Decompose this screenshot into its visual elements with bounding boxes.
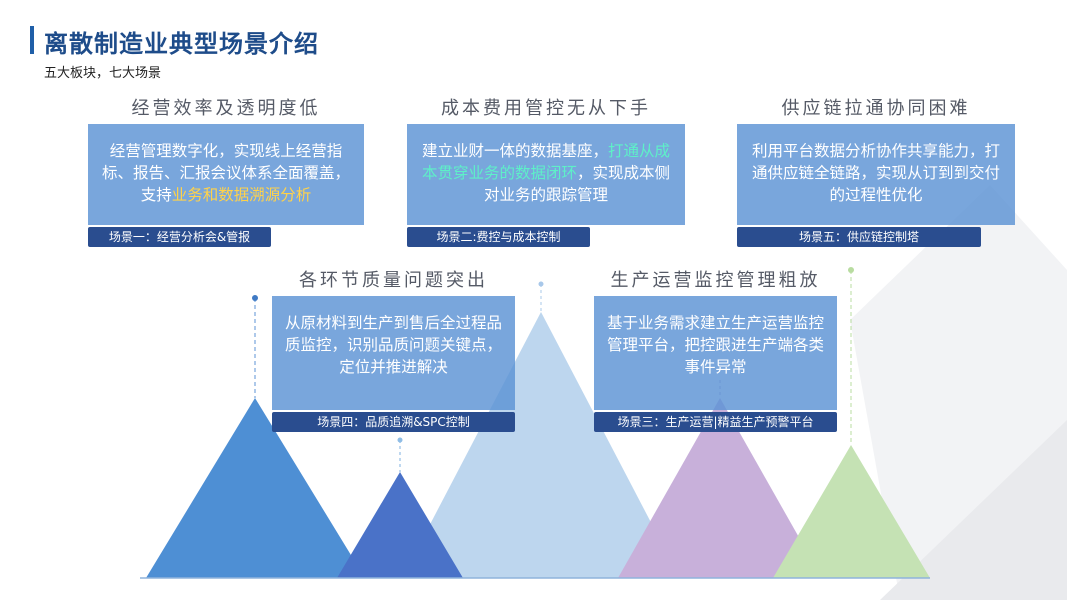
triangle-light-blue — [402, 312, 680, 578]
leader-dot-green — [848, 267, 854, 273]
triangle-green — [773, 445, 930, 578]
scene-4-card: 从原材料到生产到售后全过程品质监控，识别品质问题关键点，定位并推进解决 — [272, 296, 515, 410]
scene-1-text: 经营管理数字化，实现线上经营指标、报告、汇报会议体系全面覆盖，支持 — [101, 142, 350, 204]
leader-dot-center — [538, 281, 544, 287]
page-subtitle: 五大板块，七大场景 — [44, 66, 162, 81]
scene-1-heading: 经营效率及透明度低 — [131, 98, 321, 119]
leader-dot-dark — [397, 437, 403, 443]
scene-5-heading: 供应链拉通协同困难 — [781, 98, 971, 119]
scene-2-text: 建立业财一体的数据基座， — [421, 142, 608, 160]
bg-grey-shape-2 — [880, 420, 1067, 600]
scene-1-highlight: 业务和数据溯源分析 — [171, 186, 312, 204]
scene-2-tag: 场景二:费控与成本控制 — [407, 227, 590, 247]
scene-3-text: 基于业务需求建立生产运营监控管理平台，把控跟进生产端各类事件异常 — [606, 314, 824, 376]
scene-4-heading: 各环节质量问题突出 — [299, 270, 488, 291]
scene-1-tag: 场景一：经营分析会&管报 — [88, 227, 271, 247]
scene-5-card: 利用平台数据分析协作共享能力，打通供应链全链路，实现从订到到交付的过程性优化 — [737, 124, 1015, 225]
scene-3-card: 基于业务需求建立生产运营监控管理平台，把控跟进生产端各类事件异常 — [594, 296, 837, 410]
scene-2-card: 建立业财一体的数据基座，打通从成本贯穿业务的数据闭环，实现成本侧对业务的跟踪管理 — [407, 124, 685, 225]
page-title: 离散制造业典型场景介绍 — [44, 30, 319, 58]
scene-5-tag: 场景五：供应链控制塔 — [737, 227, 981, 247]
triangle-mid-blue — [146, 398, 365, 578]
scene-4-text: 从原材料到生产到售后全过程品质监控，识别品质问题关键点，定位并推进解决 — [284, 314, 502, 376]
scene-1-card: 经营管理数字化，实现线上经营指标、报告、汇报会议体系全面覆盖，支持业务和数据溯源… — [88, 124, 364, 225]
scene-4-tag: 场景四：品质追溯&SPC控制 — [272, 412, 515, 432]
scene-2-highlight: 打通从成本贯穿业务的数据闭环 — [421, 142, 671, 182]
triangle-purple — [618, 398, 822, 578]
triangle-dark-blue — [337, 472, 463, 578]
scene-2-heading: 成本费用管控无从下手 — [441, 98, 651, 119]
leader-dot-left — [252, 295, 258, 301]
title-accent-bar — [30, 26, 34, 54]
scene-3-tag: 场景三：生产运营|精益生产预警平台 — [594, 412, 837, 432]
scene-5-text: 利用平台数据分析协作共享能力，打通供应链全链路，实现从订到到交付的过程性优化 — [751, 142, 1000, 204]
scene-2-text-end: ，实现成本侧对业务的跟踪管理 — [483, 164, 671, 204]
scene-3-heading: 生产运营监控管理粗放 — [610, 270, 821, 291]
